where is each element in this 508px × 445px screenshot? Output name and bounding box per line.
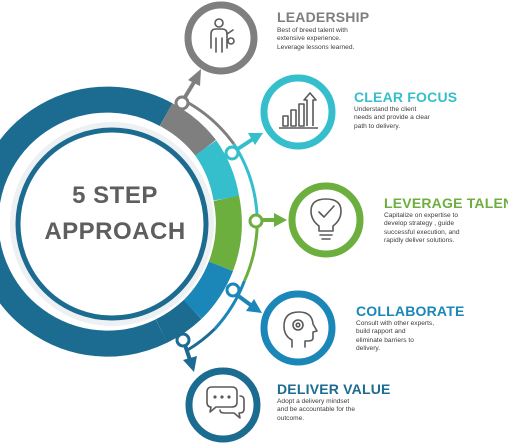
desc-line: Best of breed talent with — [277, 27, 348, 34]
step-circle-leverage-talent — [288, 182, 364, 258]
step-title-clear-focus: CLEAR FOCUS — [354, 89, 458, 105]
desc-line: Consult with other experts, — [356, 320, 435, 327]
arc-node-collaborate — [225, 282, 241, 298]
step-circle-leadership — [184, 1, 258, 75]
hub-line-1: 5 STEP — [72, 182, 158, 209]
ring-segment-deliver-value — [155, 299, 202, 343]
chat-dots — [213, 395, 231, 399]
desc-line: path to delivery. — [354, 122, 401, 130]
desc-line: and be accountable for the — [277, 406, 356, 414]
desc-line: successful execution, and — [384, 228, 460, 236]
step-description-leadership: Best of breed talent with extensive expe… — [277, 27, 354, 52]
connector-arc-blue — [213, 280, 246, 330]
step-description-leverage-talent: Capitalize on expertise to develop strat… — [384, 212, 460, 246]
head-gear-icon — [283, 311, 318, 348]
desc-line: extensive experience. — [277, 35, 341, 43]
ring-segment-leverage-talent — [208, 195, 242, 271]
step-circle-clear-focus — [260, 74, 336, 150]
desc-line: outcome. — [277, 414, 305, 422]
hub-line-2: APPROACH — [44, 218, 186, 245]
outer-ring-navy — [0, 86, 173, 357]
arc-node-leadership — [174, 95, 190, 111]
desc-line: needs and provide a clear — [354, 114, 430, 122]
step-description-deliver-value: Adopt a delivery mindset and be accounta… — [277, 398, 355, 423]
arc-node-leverage-talent — [248, 213, 264, 229]
step-title-deliver-value: DELIVER VALUE — [277, 381, 391, 397]
connector-arc-green — [242, 221, 259, 282]
step-circle-collaborate — [260, 290, 336, 366]
step-title-leverage-talent: LEVERAGE TALENT — [384, 195, 508, 211]
bar-chart-arrow-icon — [279, 92, 318, 129]
hub-label: 5 STEP APPROACH — [30, 178, 200, 250]
leader-person-icon — [210, 18, 235, 53]
ring-segment-leadership — [159, 103, 216, 157]
step-description-collaborate: Consult with other experts, build rappor… — [356, 320, 434, 354]
lightbulb-check-icon — [310, 198, 342, 240]
step-circle-deliver-value — [185, 367, 261, 443]
desc-line: develop strategy , guide — [384, 220, 455, 228]
desc-line: Adopt a delivery mindset — [277, 398, 350, 405]
chat-bubbles-icon — [206, 386, 245, 419]
desc-line: rapidly deliver solutions. — [384, 237, 455, 245]
arc-node-clear-focus — [224, 145, 240, 161]
step-description-clear-focus: Understand the client needs and provide … — [354, 106, 430, 131]
ring-segment-collaborate — [183, 261, 234, 319]
hub-circle — [15, 127, 209, 321]
step-title-leadership: LEADERSHIP — [277, 9, 370, 25]
desc-line: Leverage lessons learned. — [277, 43, 355, 51]
desc-line: Understand the client — [354, 106, 417, 113]
desc-line: delivery. — [356, 345, 381, 353]
ring-segment-clear-focus — [194, 140, 240, 201]
arc-node-deliver-value — [175, 332, 191, 348]
desc-line: build rapport and — [356, 328, 406, 336]
connector-arc-navy — [186, 327, 216, 352]
desc-line: eliminate barriers to — [356, 336, 414, 344]
desc-line: Capitalize on expertise to — [384, 212, 459, 219]
step-title-collaborate: COLLABORATE — [356, 303, 465, 319]
